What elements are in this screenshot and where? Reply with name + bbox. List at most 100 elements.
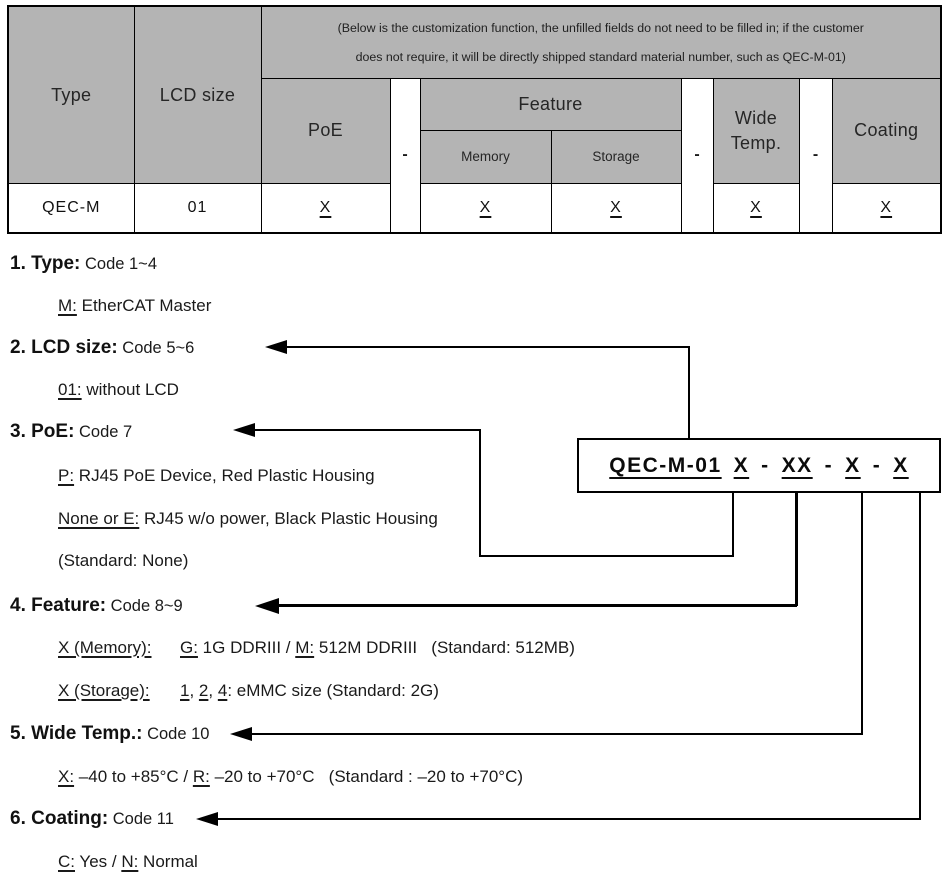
connector-line xyxy=(216,818,921,820)
code-letter: M: xyxy=(295,638,315,657)
customization-note-cell: (Below is the customization function, th… xyxy=(260,5,942,79)
header-storage: Storage xyxy=(550,129,682,184)
connector-line xyxy=(732,493,734,557)
code-letter: None or E: xyxy=(58,509,140,528)
code-segment: X xyxy=(893,453,909,477)
poe-standard-line: (Standard: None) xyxy=(58,550,188,572)
code-dash: - xyxy=(824,453,834,477)
arrow-head-left-icon xyxy=(230,727,252,741)
code-letter: N: xyxy=(121,852,139,871)
code-letter: X (Memory): xyxy=(58,638,152,657)
section-heading-poe: 3. PoE: Code 7 xyxy=(10,421,132,443)
code-segment: X xyxy=(733,453,750,477)
value-memory: X xyxy=(419,182,552,234)
section-heading-wide-temp: 5. Wide Temp.: Code 10 xyxy=(10,723,209,745)
connector-line xyxy=(285,346,690,348)
header-coating: Coating xyxy=(831,77,942,184)
code-letter: 01: xyxy=(58,380,82,399)
code-letter: X (Storage): xyxy=(58,681,150,700)
section-code-range: Code 10 xyxy=(142,725,210,743)
section-code-range: Code 8~9 xyxy=(106,597,183,615)
connector-line xyxy=(479,429,481,557)
section-heading-feature: 4. Feature: Code 8~9 xyxy=(10,595,183,617)
separator-dash-3: - xyxy=(798,77,833,234)
header-wide-temp: Wide Temp. xyxy=(712,77,800,184)
text-segment: 1G DDRIII / xyxy=(197,638,296,657)
section-number-title: 1. Type: xyxy=(10,253,81,274)
section-heading-coating: 6. Coating: Code 11 xyxy=(10,808,174,830)
connector-line xyxy=(688,346,690,438)
section-number-title: 4. Feature: xyxy=(10,595,107,616)
feature-memory-line: X (Memory): G: 1G DDRIII / M: 512M DDRIII… xyxy=(58,637,575,659)
feature-storage-line: X (Storage):1, 2, 4: eMMC size (Standard… xyxy=(58,680,439,702)
poe-option-line: P: RJ45 PoE Device, Red Plastic Housing xyxy=(58,465,375,487)
code-letter: 1 xyxy=(180,681,190,700)
section-code-range: Code 1~4 xyxy=(80,255,157,273)
value-lcd-size: 01 xyxy=(133,182,262,234)
text-segment: without LCD xyxy=(81,380,179,399)
type-option-line: M: EtherCAT Master xyxy=(58,295,211,317)
note-line-2: does not require, it will be directly sh… xyxy=(355,49,846,64)
section-number-title: 3. PoE: xyxy=(10,421,75,442)
text-segment: , xyxy=(208,681,218,700)
code-letter: G: xyxy=(180,638,198,657)
text-segment: : eMMC size (Standard: 2G) xyxy=(227,681,439,700)
connector-line xyxy=(479,555,734,557)
part-number-box: QEC-M-01 X - XX - X - X xyxy=(577,438,941,493)
section-code-range: Code 5~6 xyxy=(117,339,195,357)
text-segment: –40 to +85°C / xyxy=(74,767,193,786)
header-feature: Feature xyxy=(419,77,682,131)
lcd-option-line: 01: without LCD xyxy=(58,379,179,401)
header-memory: Memory xyxy=(419,129,552,184)
section-code-range: Code 7 xyxy=(74,423,133,441)
value-wide-temp: X xyxy=(712,182,800,234)
separator-dash-1: - xyxy=(389,77,421,234)
code-letter: X: xyxy=(58,767,75,786)
text-segment: (Standard: None) xyxy=(58,551,189,570)
text-segment: RJ45 w/o power, Black Plastic Housing xyxy=(139,509,438,528)
separator-dash-2: - xyxy=(680,77,714,234)
text-segment: Yes / xyxy=(75,852,122,871)
connector-line xyxy=(919,493,921,820)
text-segment: –20 to +70°C (Standard : –20 to +70°C) xyxy=(209,767,524,786)
text-segment: 512M DDRIII (Standard: 512MB) xyxy=(314,638,575,657)
code-letter: C: xyxy=(58,852,75,871)
arrow-head-left-icon xyxy=(265,340,287,354)
connector-line xyxy=(253,429,481,431)
poe-option-line: None or E: RJ45 w/o power, Black Plastic… xyxy=(58,508,438,530)
section-heading-type: 1. Type: Code 1~4 xyxy=(10,253,157,275)
header-poe: PoE xyxy=(260,77,391,184)
header-lcd-size: LCD size xyxy=(133,5,262,184)
arrow-head-left-icon xyxy=(233,423,255,437)
text-segment: , xyxy=(189,681,199,700)
text-segment: RJ45 PoE Device, Red Plastic Housing xyxy=(74,466,375,485)
value-type: QEC-M xyxy=(7,182,135,234)
ordering-code-table: Type LCD size (Below is the customizatio… xyxy=(7,5,942,234)
connector-line xyxy=(277,604,797,607)
arrow-head-left-icon xyxy=(196,812,218,826)
code-segment: XX xyxy=(781,453,813,477)
value-poe: X xyxy=(260,182,391,234)
code-segment: X xyxy=(845,453,861,477)
value-coating: X xyxy=(831,182,942,234)
code-letter: R: xyxy=(192,767,210,786)
header-type: Type xyxy=(7,5,135,184)
code-dash: - xyxy=(872,453,882,477)
code-letter: M: xyxy=(58,296,77,315)
value-storage: X xyxy=(550,182,682,234)
arrow-head-left-icon xyxy=(255,598,279,614)
code-dash: - xyxy=(761,453,770,477)
code-letter: 4 xyxy=(217,681,228,700)
section-heading-lcd-size: 2. LCD size: Code 5~6 xyxy=(10,337,194,359)
text-segment: Normal xyxy=(138,852,198,871)
coating-option-line: C: Yes / N: Normal xyxy=(58,851,198,873)
section-number-title: 2. LCD size: xyxy=(10,337,118,358)
code-letter: P: xyxy=(58,466,75,485)
wide-temp-option-line: X: –40 to +85°C / R: –20 to +70°C (Stand… xyxy=(58,766,523,788)
section-number-title: 5. Wide Temp.: xyxy=(10,723,143,744)
code-segment: QEC-M-01 xyxy=(609,453,722,477)
connector-line xyxy=(250,733,863,735)
note-line-1: (Below is the customization function, th… xyxy=(337,20,864,35)
text-segment: EtherCAT Master xyxy=(76,296,212,315)
